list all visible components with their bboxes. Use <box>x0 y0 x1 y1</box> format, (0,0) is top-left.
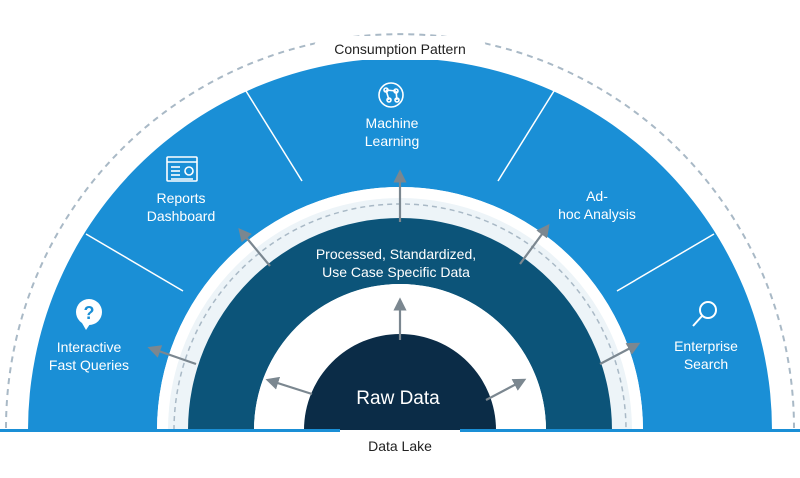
processed-label-2: Use Case Specific Data <box>322 264 470 280</box>
consumption-label: Consumption Pattern <box>334 41 466 57</box>
reports-label-2: Dashboard <box>147 208 216 224</box>
raw-data-label: Raw Data <box>356 388 440 409</box>
processed-label-1: Processed, Standardized, <box>316 246 476 262</box>
data-lake-pill <box>342 432 458 458</box>
brain-circuit-icon <box>378 82 404 108</box>
adhoc-label-1: Ad- <box>586 188 608 204</box>
flow-arrows <box>147 169 641 401</box>
outer-dashed-arc <box>5 33 795 429</box>
ml-label-1: Machine <box>366 115 419 131</box>
baseline-right <box>460 429 800 432</box>
divider-2 <box>245 90 303 182</box>
svg-text:?: ? <box>84 303 95 323</box>
raw-data-core <box>304 334 496 430</box>
consumption-pill <box>314 36 486 60</box>
divider-3 <box>497 90 555 182</box>
adhoc-label-2: hoc Analysis <box>558 206 636 222</box>
divider-1 <box>85 233 184 292</box>
arrow-to-reports <box>238 227 271 267</box>
question-mark-icon: ? <box>76 299 102 330</box>
search-label-1: Enterprise <box>674 338 738 354</box>
arrow-to-interactive <box>147 345 197 366</box>
interactive-label-1: Interactive <box>57 339 122 355</box>
arrow-to-search <box>599 342 641 365</box>
magnifier-icon <box>692 301 717 327</box>
baseline-left <box>0 429 340 432</box>
data-lake-label: Data Lake <box>368 438 432 454</box>
arrow-core-right <box>485 378 527 401</box>
search-label-2: Search <box>684 356 728 372</box>
divider-4 <box>616 233 715 292</box>
reports-label-1: Reports <box>156 190 205 206</box>
interactive-label-2: Fast Queries <box>49 357 129 373</box>
processed-band <box>188 218 612 430</box>
arrow-core-left <box>265 376 313 396</box>
dashboard-report-icon <box>166 156 198 182</box>
ml-label-2: Learning <box>365 133 420 149</box>
consumption-ring <box>28 58 772 430</box>
arrow-to-adhoc <box>519 223 550 265</box>
segment-dividers <box>85 90 715 292</box>
